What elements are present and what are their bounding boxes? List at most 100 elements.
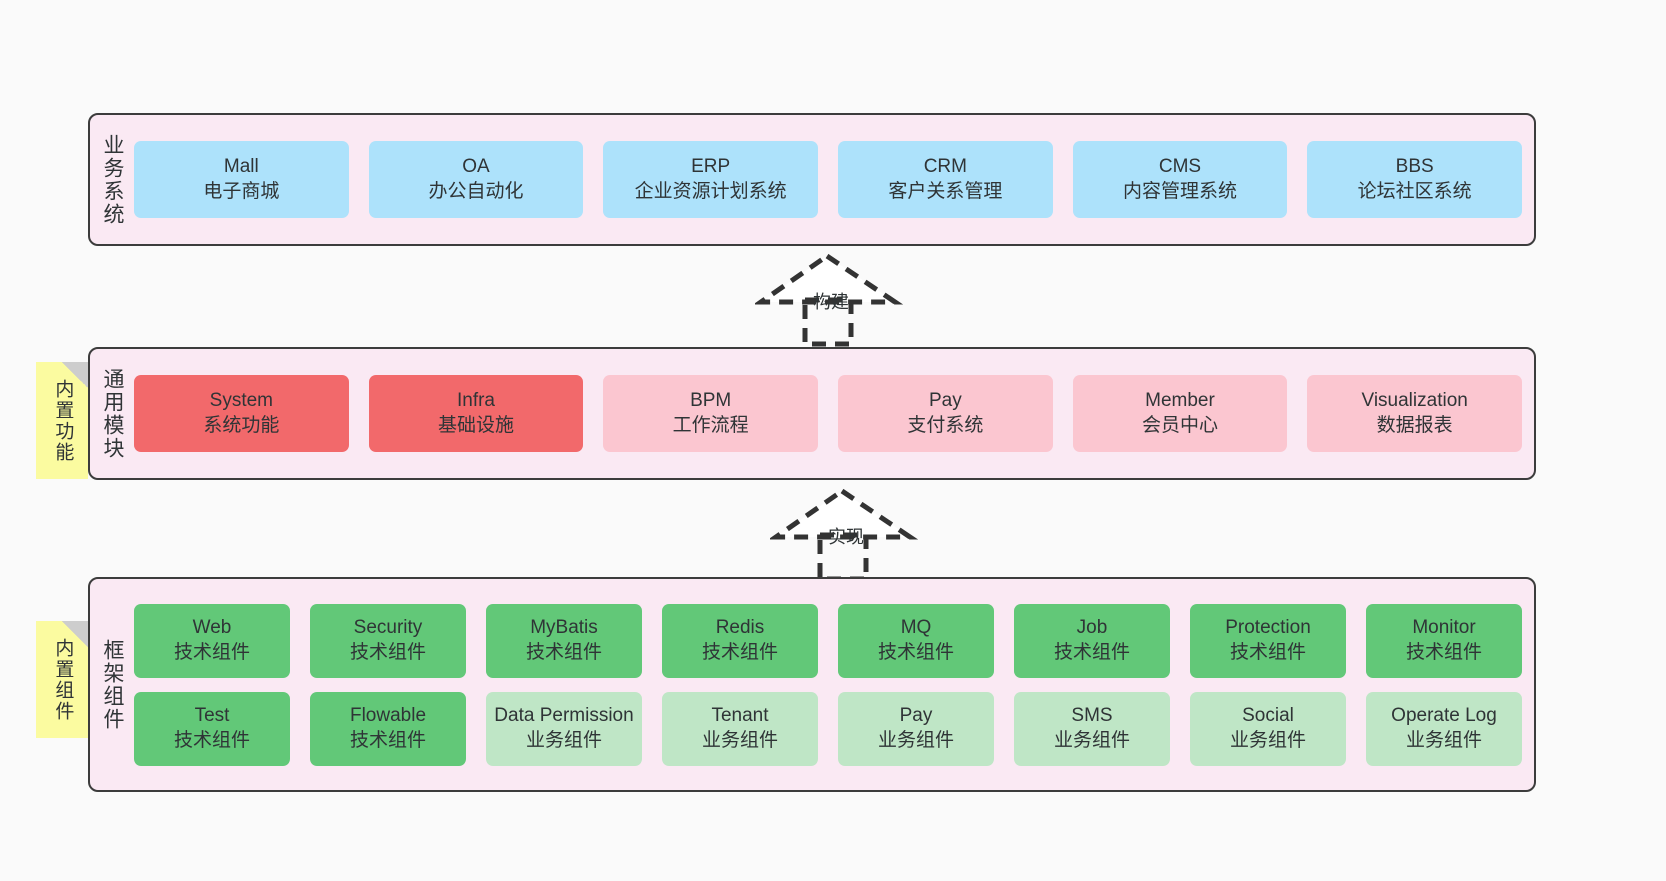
node-pay-component-cn: 业务组件 [877,729,954,751]
node-protection-cn: 技术组件 [1229,641,1306,663]
node-mybatis-en: MyBatis [530,617,598,639]
node-data-permission[interactable]: Data Permission 业务组件 [486,691,642,766]
node-erp-en: ERP [691,156,731,178]
node-job[interactable]: Job 技术组件 [1014,603,1170,678]
node-oa-en: OA [462,156,490,178]
node-mall-cn: 电子商城 [203,180,280,202]
layer-business-nodes: Mall 电子商城 OA 办公自动化 ERP 企业资源计划系统 CRM 客户关系… [134,115,1534,244]
node-test-cn: 技术组件 [173,729,250,751]
node-security[interactable]: Security 技术组件 [310,603,466,678]
node-monitor-cn: 技术组件 [1405,641,1482,663]
node-pay-module-cn: 支付系统 [907,414,984,436]
node-system-en: System [209,390,273,412]
node-monitor-en: Monitor [1412,617,1476,639]
connector-implement-arrow [768,487,919,582]
connector-implement-label: 实现 [828,527,864,547]
node-cms-cn: 内容管理系统 [1122,180,1237,202]
node-flowable-cn: 技术组件 [349,729,426,751]
note-fold-icon [62,362,88,388]
note-builtin-feature-label: 内置功能 [52,378,74,463]
node-sms-cn: 业务组件 [1053,729,1130,751]
node-crm-cn: 客户关系管理 [888,180,1003,202]
note-builtin-component: 内置组件 [36,621,88,738]
node-mybatis-cn: 技术组件 [525,641,602,663]
node-oa-cn: 办公自动化 [428,180,524,202]
layer-common-module: 通用模块 System 系统功能 Infra 基础设施 BPM 工作流程 Pay… [88,347,1536,480]
node-member-en: Member [1145,390,1215,412]
node-pay-component[interactable]: Pay 业务组件 [838,691,994,766]
layer-title-framework: 框架组件 [100,638,124,731]
node-security-en: Security [353,617,423,639]
node-operate-log[interactable]: Operate Log 业务组件 [1366,691,1522,766]
node-pay-module-en: Pay [928,390,962,412]
node-monitor[interactable]: Monitor 技术组件 [1366,603,1522,678]
node-infra[interactable]: Infra 基础设施 [368,375,584,452]
node-redis-en: Redis [715,617,765,639]
node-infra-cn: 基础设施 [437,414,514,436]
layer-common-nodes: System 系统功能 Infra 基础设施 BPM 工作流程 Pay 支付系统… [134,349,1534,478]
node-mybatis[interactable]: MyBatis 技术组件 [486,603,642,678]
node-bpm-en: BPM [690,390,732,412]
node-mq-cn: 技术组件 [877,641,954,663]
node-sms-en: SMS [1071,705,1113,727]
node-mall-en: Mall [223,156,259,178]
node-crm[interactable]: CRM 客户关系管理 [838,141,1053,218]
node-job-en: Job [1076,617,1108,639]
node-social-cn: 业务组件 [1229,729,1306,751]
connector-implement: 实现 [768,487,920,582]
node-infra-en: Infra [456,390,495,412]
layer-business-system: 业务系统 Mall 电子商城 OA 办公自动化 ERP 企业资源计划系统 CRM… [88,113,1536,246]
node-sms[interactable]: SMS 业务组件 [1014,691,1170,766]
node-mall[interactable]: Mall 电子商城 [134,141,349,218]
node-bbs-cn: 论坛社区系统 [1357,180,1472,202]
node-tenant-en: Tenant [711,705,769,727]
note-builtin-feature: 内置功能 [36,362,88,479]
node-web[interactable]: Web 技术组件 [134,603,290,678]
node-mq-en: MQ [900,617,932,639]
node-bbs[interactable]: BBS 论坛社区系统 [1307,141,1522,218]
note-builtin-component-label: 内置组件 [52,637,74,722]
node-operate-log-en: Operate Log [1391,705,1497,727]
layer-framework-nodes: Web 技术组件 Security 技术组件 MyBatis 技术组件 Redi… [134,579,1534,790]
node-crm-en: CRM [923,156,967,178]
node-cms-en: CMS [1158,156,1202,178]
node-security-cn: 技术组件 [349,641,426,663]
node-bpm[interactable]: BPM 工作流程 [603,375,818,452]
connector-build-arrow [753,252,904,347]
node-member[interactable]: Member 会员中心 [1072,375,1288,452]
connector-build: 构建 [753,252,905,347]
node-redis-cn: 技术组件 [701,641,778,663]
node-social-en: Social [1242,705,1294,727]
node-redis[interactable]: Redis 技术组件 [662,603,818,678]
layer-framework-component: 框架组件 Web 技术组件 Security 技术组件 MyBatis 技术组件… [88,577,1536,792]
node-bpm-cn: 工作流程 [672,414,749,436]
layer-title-business: 业务系统 [100,133,124,226]
note-fold-icon [62,621,88,647]
node-flowable[interactable]: Flowable 技术组件 [310,691,466,766]
node-test[interactable]: Test 技术组件 [134,691,290,766]
node-system-cn: 系统功能 [203,414,280,436]
node-web-en: Web [192,617,232,639]
node-erp-cn: 企业资源计划系统 [634,180,787,202]
node-oa[interactable]: OA 办公自动化 [368,141,584,218]
node-tenant[interactable]: Tenant 业务组件 [662,691,818,766]
node-protection[interactable]: Protection 技术组件 [1190,603,1346,678]
node-system[interactable]: System 系统功能 [134,375,349,452]
node-cms[interactable]: CMS 内容管理系统 [1072,141,1288,218]
node-visualization-en: Visualization [1361,390,1468,412]
node-member-cn: 会员中心 [1141,414,1218,436]
node-pay-module[interactable]: Pay 支付系统 [838,375,1053,452]
node-erp[interactable]: ERP 企业资源计划系统 [603,141,818,218]
connector-build-label: 构建 [813,292,849,312]
node-data-permission-en: Data Permission [494,705,634,727]
node-tenant-cn: 业务组件 [701,729,778,751]
node-pay-component-en: Pay [899,705,933,727]
node-operate-log-cn: 业务组件 [1405,729,1482,751]
node-social[interactable]: Social 业务组件 [1190,691,1346,766]
node-visualization[interactable]: Visualization 数据报表 [1307,375,1522,452]
node-protection-en: Protection [1225,617,1311,639]
node-web-cn: 技术组件 [173,641,250,663]
node-bbs-en: BBS [1395,156,1434,178]
node-mq[interactable]: MQ 技术组件 [838,603,994,678]
